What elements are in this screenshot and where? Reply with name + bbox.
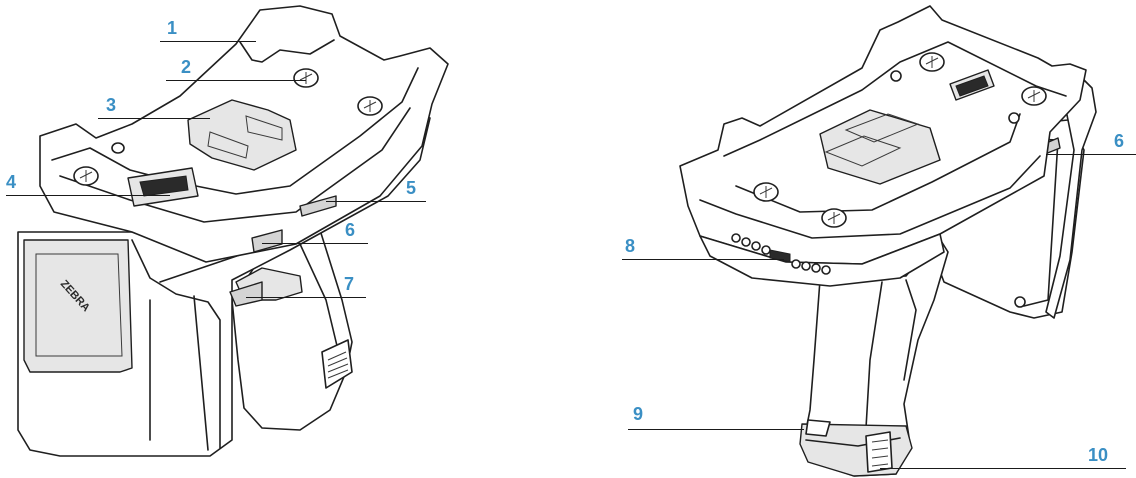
right-screw-2 xyxy=(1021,86,1047,106)
right-screw-1 xyxy=(919,52,945,72)
callout-6-right: 6 xyxy=(1114,131,1125,151)
callout-9: 9 xyxy=(633,404,644,424)
callout-1: 1 xyxy=(167,18,178,38)
callout-1-leader xyxy=(160,41,256,42)
callout-4-leader xyxy=(6,195,170,196)
left-front-panel xyxy=(23,239,133,373)
callout-9-leader xyxy=(628,429,804,430)
left-device-view: ZEBRA xyxy=(17,5,449,457)
callout-2: 2 xyxy=(181,57,192,77)
callout-8: 8 xyxy=(625,236,636,256)
callout-5: 5 xyxy=(406,178,417,198)
callout-7-leader xyxy=(246,297,366,298)
callout-7: 7 xyxy=(344,274,355,294)
callout-4: 4 xyxy=(6,172,17,192)
right-device-view xyxy=(679,5,1097,477)
left-connector xyxy=(127,167,199,207)
callout-2-leader xyxy=(166,80,306,81)
left-screw-3 xyxy=(73,166,99,186)
left-screw-1 xyxy=(293,68,319,88)
right-top-connector xyxy=(949,69,995,101)
left-screw-2 xyxy=(357,96,383,116)
callout-8-leader xyxy=(622,259,784,260)
callout-6-right-leader xyxy=(1046,154,1136,155)
right-screw-4 xyxy=(821,208,847,228)
right-bottom-connector xyxy=(731,233,831,275)
callout-10: 10 xyxy=(1088,445,1109,465)
callout-6-left-leader xyxy=(262,243,368,244)
callout-3: 3 xyxy=(106,95,117,115)
callout-3-leader xyxy=(98,118,210,119)
callout-5-leader xyxy=(326,201,426,202)
callout-6-left: 6 xyxy=(345,220,356,240)
right-screw-3 xyxy=(753,182,779,202)
callout-10-leader xyxy=(880,468,1126,469)
